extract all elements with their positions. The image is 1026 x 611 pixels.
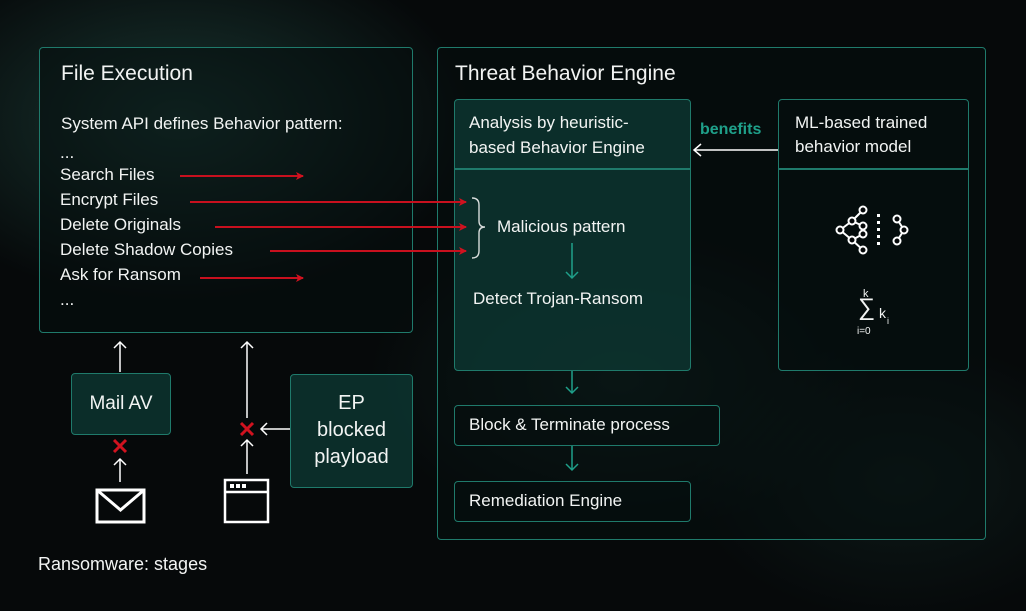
sum-formula: k ∑ k i i=0: [850, 288, 910, 344]
block-terminate-label: Block & Terminate process: [469, 415, 670, 434]
diagram-caption: Ransomware: stages: [38, 554, 208, 574]
arrow-benefits: [692, 143, 778, 157]
x-icon: [239, 421, 255, 437]
heuristic-title-line1: Analysis by heuristic-: [469, 113, 629, 132]
benefits-label: benefits: [700, 121, 762, 138]
remediation-engine-label: Remediation Engine: [469, 491, 623, 510]
block-terminate-box: [454, 405, 720, 446]
detect-trojan-ransom-label: Detect Trojan-Ransom: [473, 289, 644, 308]
curly-brace: [471, 197, 486, 259]
sum-term-sub: i: [887, 316, 889, 326]
arrow-window-up: [240, 438, 254, 474]
neural-divider-dots: [877, 214, 880, 245]
heuristic-title-line2: based Behavior Engine: [469, 138, 645, 157]
mail-av-box: [71, 373, 171, 435]
file-execution-panel: [39, 47, 413, 333]
ml-divider: [779, 168, 968, 170]
envelope-icon: [95, 488, 146, 524]
arrow-window-to-execution: [240, 340, 254, 418]
heuristic-divider: [455, 168, 690, 170]
file-execution-subtitle: System API defines Behavior pattern:: [61, 114, 343, 133]
ep-blocked-box: [290, 374, 413, 488]
ep-blocked-line1: EP: [338, 392, 365, 414]
threat-behavior-engine-title: Threat Behavior Engine: [455, 62, 676, 85]
ep-blocked-line2: blocked: [317, 419, 386, 441]
arrow-heuristic-to-block: [565, 371, 579, 395]
api-item-ask-for-ransom: Ask for Ransom: [60, 265, 181, 284]
arrow-malicious-to-detect: [565, 243, 579, 280]
browser-window-icon: [223, 478, 270, 524]
ep-blocked-line3: playload: [314, 446, 389, 468]
api-item-delete-originals: Delete Originals: [60, 215, 181, 234]
ml-title-line1: ML-based trained: [795, 113, 928, 132]
window-dots: [230, 484, 246, 488]
sum-symbol: ∑: [858, 294, 876, 321]
arrow-envelope-up: [113, 457, 127, 482]
sum-term: k: [879, 305, 886, 321]
api-item-encrypt-files: Encrypt Files: [60, 190, 159, 209]
arrow-ep-to-block: [259, 422, 290, 436]
api-item: ...: [60, 143, 75, 162]
api-item-delete-shadow-copies: Delete Shadow Copies: [60, 240, 233, 259]
x-icon: [112, 438, 128, 454]
ml-title-line2: behavior model: [795, 137, 912, 156]
mail-av-label: Mail AV: [89, 393, 153, 414]
sum-upper: k: [863, 288, 869, 300]
malicious-pattern-label: Malicious pattern: [497, 217, 626, 236]
api-item-search-files: Search Files: [60, 165, 155, 184]
ml-model-box: [778, 99, 969, 371]
sum-lower: i=0: [857, 326, 871, 337]
remediation-engine-box: [454, 481, 691, 522]
heuristic-engine-box: [454, 99, 691, 371]
file-execution-title: File Execution: [61, 62, 193, 85]
api-item: ...: [60, 290, 75, 309]
arrow-mailav-to-execution: [113, 340, 127, 372]
arrow-block-to-remediation: [565, 446, 579, 472]
neural-network-icon: [835, 205, 909, 255]
